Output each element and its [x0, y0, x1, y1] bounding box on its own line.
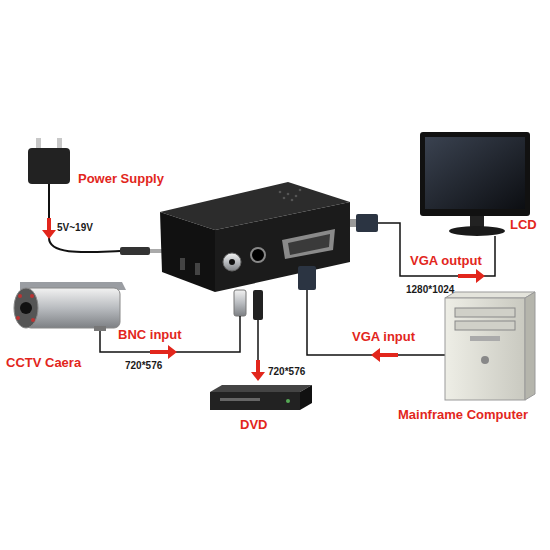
ir-led: [18, 294, 22, 298]
device-label: VGA input: [352, 330, 415, 345]
camera-front: [14, 288, 38, 328]
camera-body: [25, 288, 120, 328]
s-video-port: [251, 248, 265, 262]
signal-spec: 5V~19V: [57, 222, 93, 234]
vent-hole: [279, 191, 282, 194]
bnc-plug: [234, 290, 246, 316]
signal-spec: 720*576: [125, 360, 162, 372]
vent-hole: [287, 193, 290, 196]
ir-led: [16, 316, 20, 320]
side-slot: [195, 263, 200, 275]
ir-led: [30, 294, 34, 298]
dvd-led: [286, 399, 290, 403]
power-adapter: [28, 148, 70, 184]
dvd-player: [210, 392, 300, 410]
vent-hole: [291, 199, 294, 202]
ir-led: [31, 318, 35, 322]
monitor-bezel: [420, 132, 530, 216]
s-video-plug: [253, 290, 263, 320]
converter-side: [160, 212, 215, 292]
vga-input-cable: [307, 290, 445, 355]
device-label: Mainframe Computer: [398, 408, 528, 423]
vga-port: [282, 229, 335, 259]
red-arrow: [458, 269, 485, 283]
tower-side: [525, 292, 535, 400]
device-label: LCD: [510, 218, 537, 233]
power-cable: [48, 184, 50, 218]
device-label: DVD: [240, 418, 267, 433]
red-arrow: [150, 345, 177, 359]
drive-bay: [455, 321, 515, 330]
floppy-slot: [470, 336, 500, 341]
monitor-screen: [425, 137, 525, 209]
dvd-top: [210, 385, 312, 392]
vga-plug-pins: [350, 219, 356, 227]
device-label: Power Supply: [78, 172, 164, 187]
dc-plug: [120, 247, 150, 255]
s-video-cable: [257, 320, 259, 360]
signal-spec: 720*576: [268, 366, 305, 378]
vga-plug: [356, 214, 378, 232]
side-slot: [180, 258, 185, 270]
power-cable: [49, 238, 120, 252]
adapter-prong: [57, 138, 62, 149]
bnc-port-center: [229, 259, 235, 265]
dvd-side: [300, 385, 312, 410]
vent-holes: [279, 189, 302, 202]
adapter-prong: [36, 138, 41, 149]
drive-bay: [455, 308, 515, 317]
signal-spec: 1280*1024: [406, 284, 454, 296]
device-label: BNC input: [118, 328, 182, 343]
vent-hole: [299, 189, 302, 192]
red-arrow: [251, 360, 265, 381]
tower-top: [445, 292, 535, 298]
power-button: [481, 356, 489, 364]
dc-plug-tip: [150, 249, 162, 253]
vga-plug: [298, 266, 316, 290]
camera-lens: [20, 302, 32, 314]
bnc-port: [223, 253, 241, 271]
vent-hole: [295, 195, 298, 198]
device-label: CCTV Caera: [6, 356, 81, 371]
camera-mount: [94, 326, 106, 331]
vga-port-inner: [288, 234, 330, 255]
computer-tower: [445, 298, 525, 400]
red-arrow: [42, 218, 56, 239]
converter-front: [215, 202, 350, 292]
red-arrow: [371, 348, 398, 362]
vent-hole: [283, 197, 286, 200]
monitor-base: [449, 226, 505, 236]
dvd-tray: [220, 398, 260, 401]
device-label: VGA output: [410, 254, 482, 269]
